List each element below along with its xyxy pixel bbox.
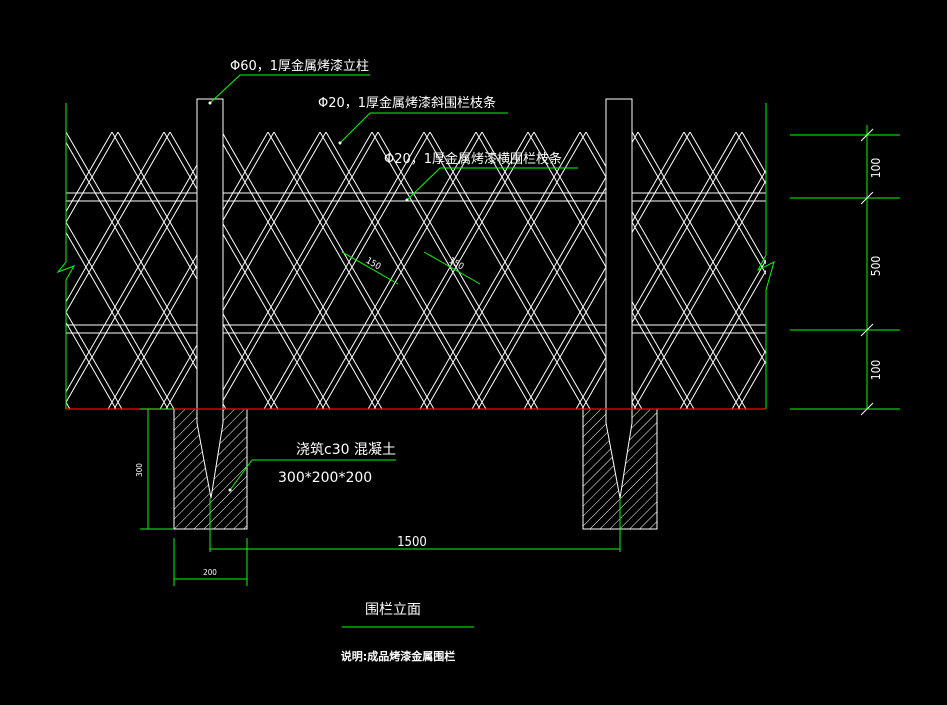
- diagonal-bar: [269, 132, 431, 409]
- diagonal-bar: [373, 132, 535, 409]
- diagonal-bar: [273, 132, 435, 409]
- diagonal-bar: [735, 132, 766, 185]
- drawing-title: 围栏立面: [365, 602, 421, 618]
- diagonal-bar: [471, 132, 633, 409]
- diagonal-bar: [0, 132, 8, 409]
- diagonal-bar: [842, 132, 947, 409]
- diagonal-bar: [211, 132, 373, 409]
- diagonal-bar: [221, 132, 383, 409]
- diagonal-bar: [66, 132, 223, 404]
- label-footing-size: 300*200*200: [278, 470, 372, 486]
- diagonal-bar: [263, 132, 425, 409]
- diagonal-bar: [898, 132, 947, 409]
- leader-dots: [208, 101, 409, 492]
- diagonal-bar: [429, 132, 591, 409]
- diagonal-bar: [836, 132, 947, 409]
- label-post: Φ60，1厚金属烤漆立柱: [230, 58, 369, 74]
- diagonal-bar: [66, 221, 175, 409]
- diagonal-bar: [159, 132, 321, 409]
- diagonal-bar: [217, 132, 379, 409]
- diagonal-bar: [683, 132, 766, 276]
- diagonal-bar: [737, 359, 766, 409]
- diagonal-bar: [892, 132, 947, 409]
- diagonal-bar: [0, 132, 12, 409]
- diagonal-bar: [325, 132, 487, 409]
- dim-diamond-spacing-a: 150: [364, 256, 382, 272]
- diagonal-bar: [627, 169, 766, 409]
- fence-break-lines: [56, 103, 775, 409]
- diagonal-bar: [685, 269, 766, 409]
- diagonal-bar: [637, 132, 766, 355]
- post-right: [605, 98, 633, 499]
- diagonal-bar: [784, 132, 944, 409]
- footing-depth-dim: [140, 408, 174, 530]
- concrete-footings: [173, 408, 658, 530]
- label-footing-material: 浇筑c30 混凝土: [296, 442, 396, 458]
- diagonal-bar: [107, 132, 269, 409]
- dim-footing-width: 200: [203, 568, 217, 577]
- posts: [196, 98, 633, 499]
- diagonal-bar: [575, 132, 737, 409]
- diagonal-bar: [0, 132, 64, 409]
- horizontal-rails: [66, 192, 766, 334]
- diagonal-bar: [0, 132, 14, 409]
- diagonal-bar: [367, 132, 529, 409]
- diagonal-bar: [0, 132, 60, 409]
- diagonal-bar: [840, 132, 947, 409]
- dim-top-band: 100: [869, 158, 883, 179]
- diagonal-lattice: [0, 132, 947, 409]
- post-left: [196, 98, 224, 499]
- dim-footing-depth: 300: [135, 463, 144, 477]
- label-horizontal-bar: Φ20，1厚金属烤漆横围栏枝条: [384, 151, 562, 167]
- diagonal-bar: [0, 132, 18, 409]
- dim-middle-band: 500: [869, 256, 883, 277]
- diagonal-bar: [66, 132, 113, 213]
- dim-bottom-band: 100: [869, 360, 883, 381]
- diagonal-bar: [731, 349, 766, 409]
- dim-post-spacing: 1500: [397, 535, 427, 550]
- label-diagonal-bar: Φ20，1厚金属烤漆斜围栏枝条: [318, 95, 496, 111]
- diagonal-bar: [425, 132, 587, 409]
- diagonal-bar: [66, 132, 67, 133]
- diagonal-bar: [113, 132, 275, 409]
- diagonal-bar: [321, 132, 483, 409]
- diagonal-bar: [679, 259, 766, 409]
- diagonal-bar: [689, 132, 766, 265]
- post-spacing-dim: [209, 498, 621, 552]
- diagonal-bar: [66, 132, 165, 303]
- diagonal-bar: [315, 132, 477, 409]
- diagonal-bar: [419, 132, 581, 409]
- leaders: [209, 74, 578, 491]
- diagonal-bar: [165, 132, 327, 409]
- diagonal-bar: [66, 321, 117, 409]
- diagonal-bar: [377, 132, 539, 409]
- diamond-spacing-dims: [341, 251, 481, 285]
- diagonal-bar: [66, 132, 171, 314]
- drawing-note: 说明:成品烤漆金属围栏: [341, 649, 455, 663]
- diagonal-bar: [846, 132, 947, 409]
- diagonal-bar: [66, 132, 119, 224]
- dim-diamond-spacing-b: 150: [447, 256, 465, 272]
- footing-width-dim: [173, 538, 248, 586]
- vertical-dimension-chain: [790, 125, 900, 416]
- diagonal-bar: [66, 311, 123, 409]
- diagonal-bar: [523, 132, 685, 409]
- diagonal-bar: [633, 179, 766, 409]
- diagonal-bar: [66, 132, 217, 393]
